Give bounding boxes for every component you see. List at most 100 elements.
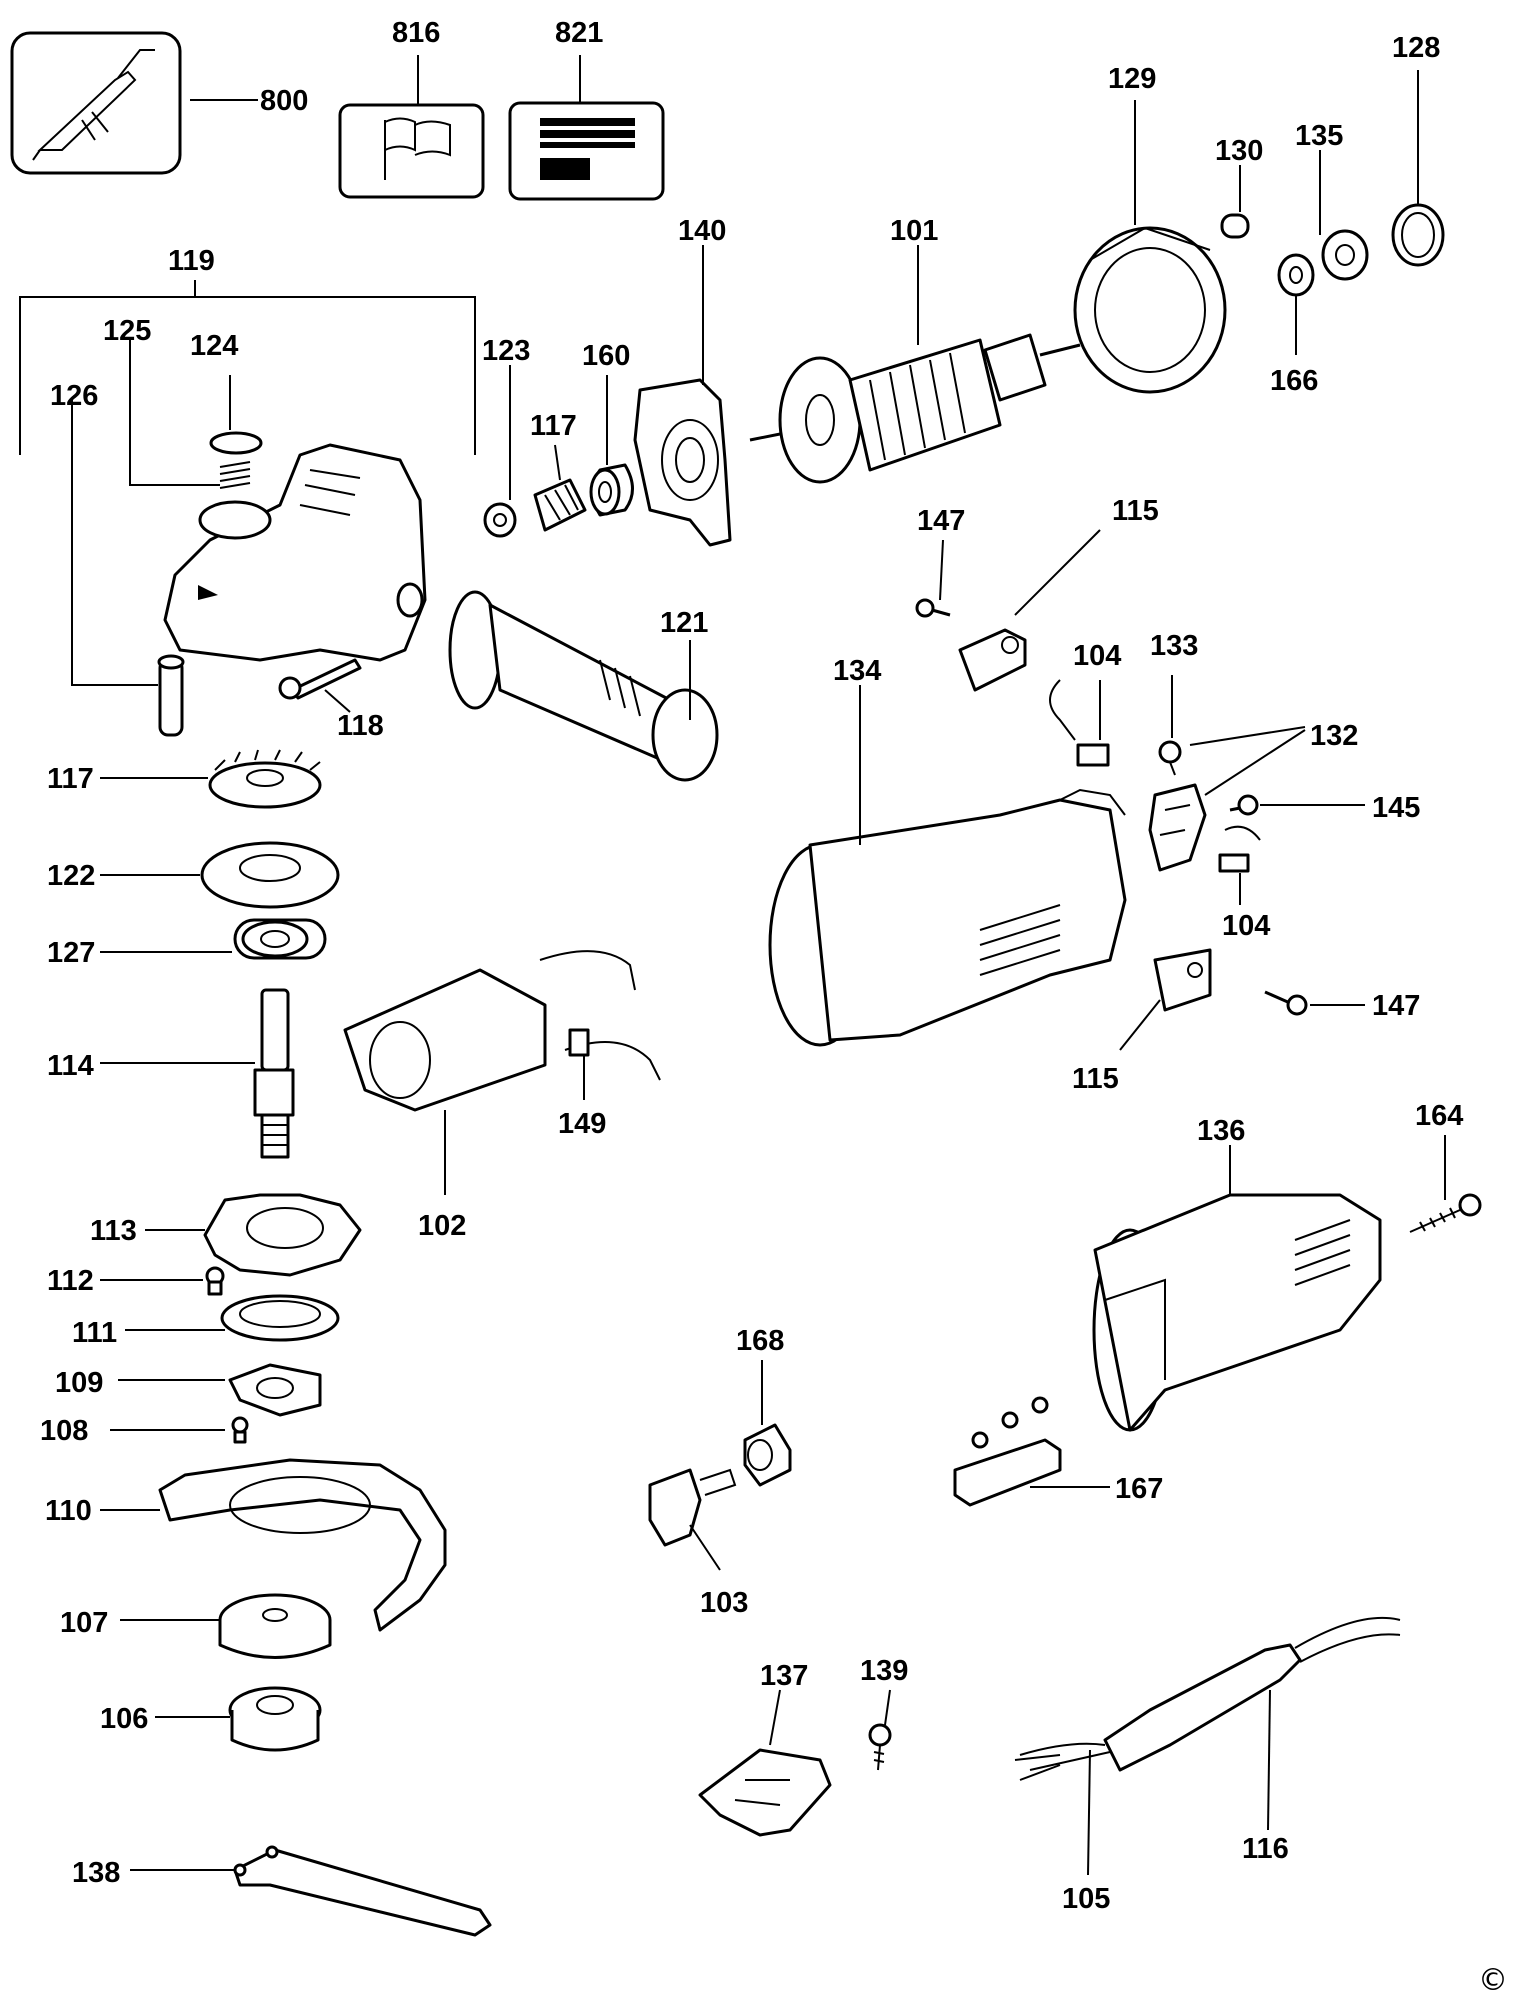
part-138-spanner — [233, 1845, 492, 1937]
part-109-clamp — [228, 1363, 322, 1417]
part-108-screw — [231, 1416, 249, 1444]
part-166-washer — [1277, 253, 1315, 297]
label-105: 105 — [1062, 1883, 1110, 1915]
label-109: 109 — [55, 1367, 103, 1399]
part-135-bearing — [1321, 229, 1369, 281]
label-129: 129 — [1108, 63, 1156, 95]
label-104b: 104 — [1222, 910, 1270, 942]
part-133-spring — [1158, 740, 1182, 776]
part-107-flange — [218, 1593, 332, 1659]
part-brush-box — [1148, 783, 1207, 872]
part-110-guard — [158, 1458, 447, 1632]
part-800-soldering-tool — [10, 31, 182, 175]
label-140: 140 — [678, 215, 726, 247]
label-125: 125 — [103, 315, 151, 347]
label-164: 164 — [1415, 1100, 1463, 1132]
part-129-end-cap — [1073, 226, 1227, 394]
label-147b: 147 — [1372, 990, 1420, 1022]
label-102: 102 — [418, 1210, 466, 1242]
label-130: 130 — [1215, 135, 1263, 167]
part-160-bearing — [589, 463, 634, 517]
part-105-cord — [1014, 1742, 1111, 1781]
label-103: 103 — [700, 1587, 748, 1619]
label-167: 167 — [1115, 1473, 1163, 1505]
part-115-brush-plate-upper — [958, 628, 1027, 692]
part-101-armature — [749, 333, 1081, 484]
label-112: 112 — [47, 1265, 94, 1297]
label-138: 138 — [72, 1857, 120, 1889]
label-166: 166 — [1270, 365, 1318, 397]
part-102-field-coil — [343, 950, 661, 1112]
label-124: 124 — [190, 330, 238, 362]
label-800: 800 — [260, 85, 308, 117]
label-108: 108 — [40, 1415, 88, 1447]
part-125-spring — [219, 461, 251, 489]
label-137: 137 — [760, 1660, 808, 1692]
group-bracket-119 — [19, 280, 476, 455]
label-149: 149 — [558, 1108, 606, 1140]
label-115a: 115 — [1112, 495, 1159, 527]
copyright-symbol: © — [1478, 1963, 1508, 1998]
part-140-baffle — [633, 378, 732, 547]
label-168: 168 — [736, 1325, 784, 1357]
label-122: 122 — [47, 860, 95, 892]
part-104-brush-lower — [1218, 825, 1261, 873]
part-137-brush-holder — [698, 1748, 832, 1837]
label-160: 160 — [582, 340, 630, 372]
part-122-washer — [200, 841, 340, 909]
part-816-flags-manual — [338, 103, 485, 199]
part-121-side-handle — [448, 590, 719, 782]
label-136: 136 — [1197, 1115, 1245, 1147]
part-128-ring — [1391, 203, 1445, 267]
label-816: 816 — [392, 17, 440, 49]
part-168-switch-knob — [743, 1423, 792, 1487]
part-103-switch — [648, 1468, 737, 1547]
label-113: 113 — [90, 1215, 137, 1247]
part-127-bearing — [233, 918, 327, 960]
part-113-bearing-housing — [203, 1193, 362, 1277]
label-106: 106 — [100, 1703, 148, 1735]
label-119: 119 — [168, 245, 215, 277]
part-126-pin — [157, 654, 185, 737]
label-117b: 117 — [47, 763, 94, 795]
part-117-pinion — [533, 478, 587, 532]
part-134-motor-housing — [768, 788, 1127, 1047]
part-115-brush-plate-lower — [1153, 948, 1212, 1012]
part-123-nut — [483, 502, 517, 538]
part-130-cap — [1220, 213, 1250, 239]
label-115b: 115 — [1072, 1063, 1119, 1095]
part-147-screw-lower — [1264, 990, 1308, 1016]
label-134: 134 — [833, 655, 881, 687]
label-147a: 147 — [917, 505, 965, 537]
label-111: 111 — [72, 1317, 117, 1349]
part-111-ring — [220, 1294, 340, 1342]
part-821-label — [508, 101, 665, 201]
part-116-cord-guard — [1103, 1616, 1401, 1772]
label-104a: 104 — [1073, 640, 1121, 672]
label-107: 107 — [60, 1607, 108, 1639]
label-121: 121 — [660, 607, 708, 639]
label-117a: 117 — [530, 410, 577, 442]
part-136-rear-cover — [1092, 1193, 1382, 1432]
label-126: 126 — [50, 380, 98, 412]
part-117-bevel-gear — [208, 749, 322, 809]
part-139-screw — [868, 1723, 892, 1771]
part-164-screw — [1409, 1193, 1482, 1233]
part-145-screw — [1229, 794, 1259, 816]
label-101: 101 — [890, 215, 938, 247]
part-106-nut — [228, 1686, 322, 1752]
label-821: 821 — [555, 17, 603, 49]
part-167-terminal-block — [953, 1396, 1062, 1507]
label-110: 110 — [45, 1495, 92, 1527]
label-123: 123 — [482, 335, 530, 367]
part-118-screw — [278, 658, 362, 700]
label-118: 118 — [337, 710, 384, 742]
label-127: 127 — [47, 937, 95, 969]
part-112-screw — [205, 1266, 225, 1296]
part-147-screw-upper — [915, 598, 951, 618]
label-114: 114 — [47, 1050, 94, 1082]
part-104-brush-upper — [1049, 679, 1110, 767]
label-145: 145 — [1372, 792, 1420, 824]
label-128: 128 — [1392, 32, 1440, 64]
